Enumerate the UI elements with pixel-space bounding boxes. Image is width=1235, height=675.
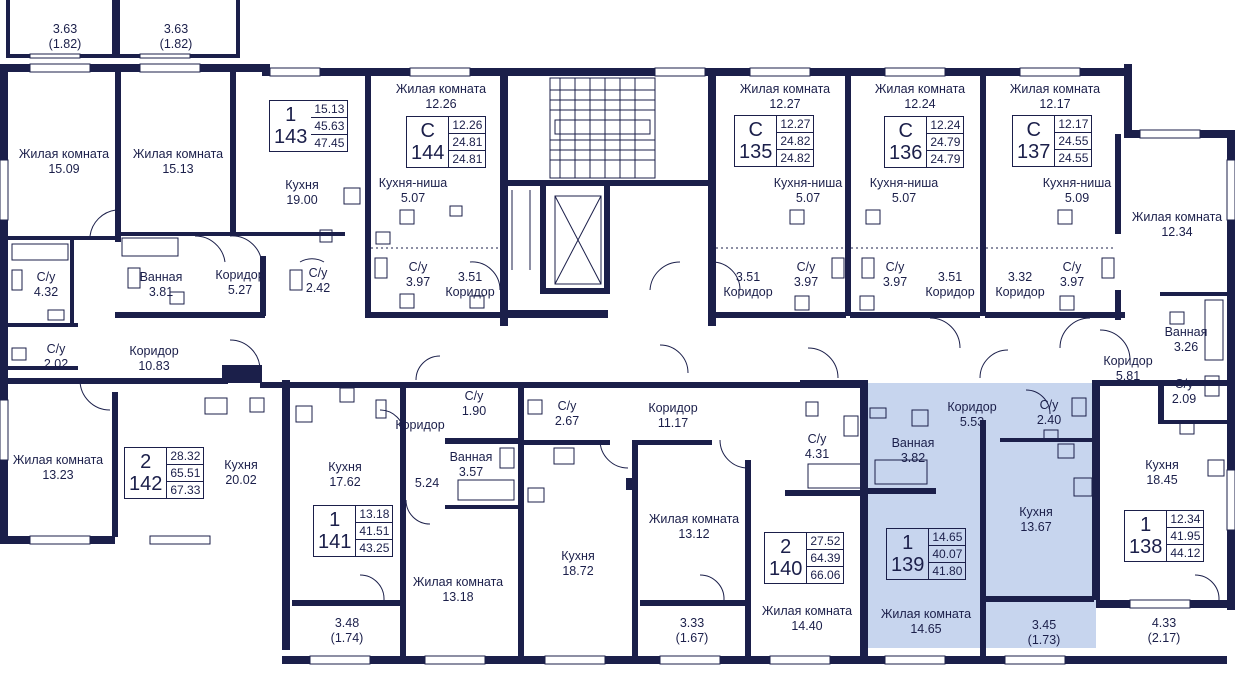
balcony-label: 3.45(1.73) xyxy=(1027,618,1061,647)
balcony-label: 3.48(1.74) xyxy=(330,616,364,645)
doors xyxy=(79,209,1220,601)
interior-walls xyxy=(8,72,1227,660)
room-label: Коридор xyxy=(395,418,445,432)
balcony-label: 4.33(2.17) xyxy=(1147,616,1181,645)
room-label: 5.24 xyxy=(414,476,440,490)
windows xyxy=(0,53,1235,665)
stairs xyxy=(511,77,656,285)
balcony-label: 3.63(1.82) xyxy=(159,22,193,51)
balcony-label: 3.63(1.82) xyxy=(48,22,82,51)
balcony-label: 3.33(1.67) xyxy=(675,616,709,645)
fixtures xyxy=(11,187,1225,503)
